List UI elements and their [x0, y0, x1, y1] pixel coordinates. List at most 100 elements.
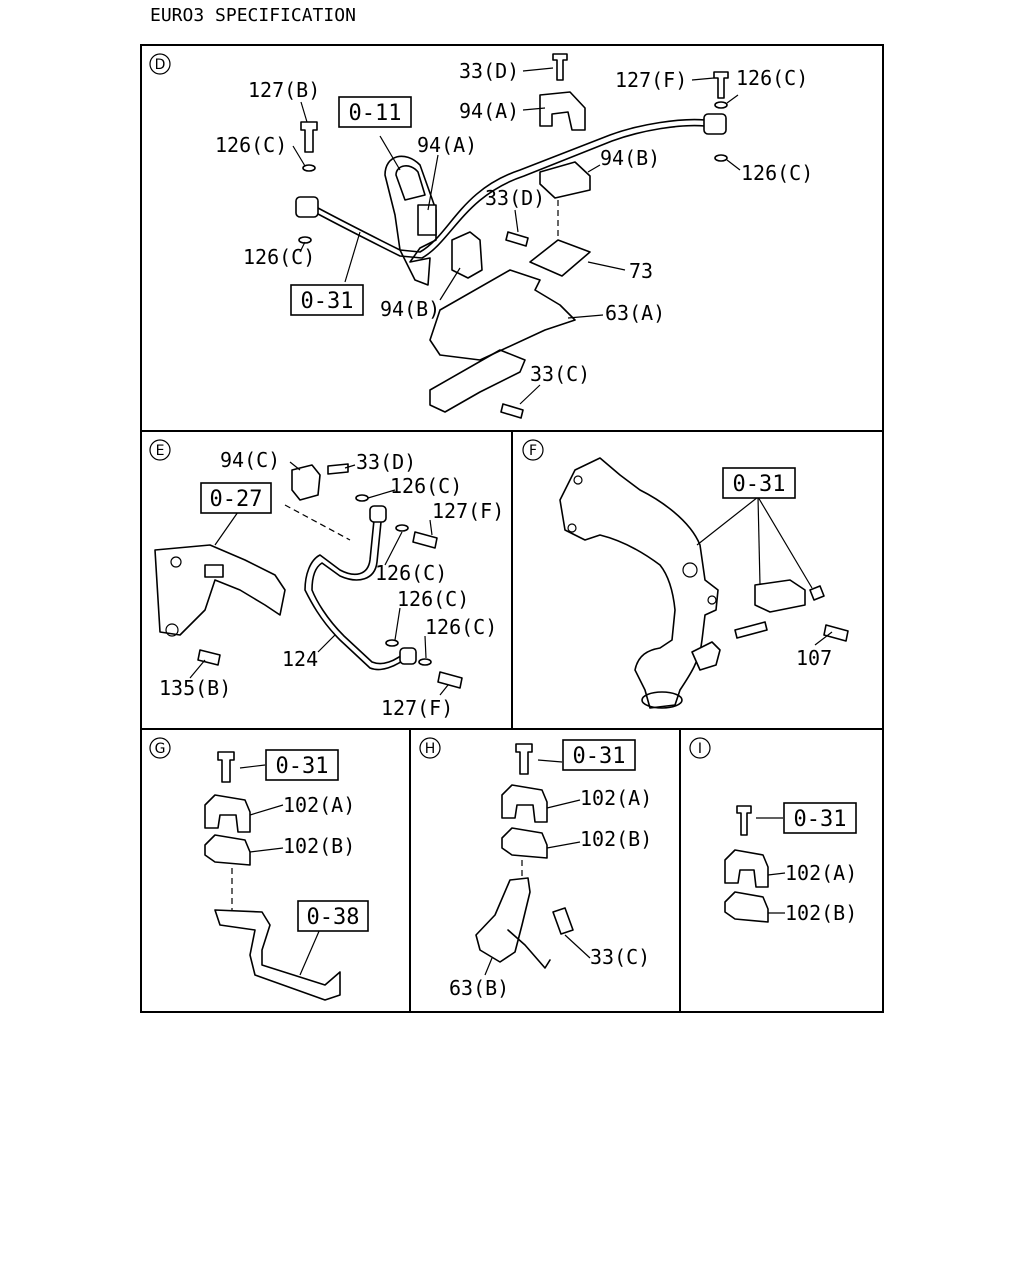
section-i-letter: I [698, 741, 702, 757]
bolt-33d-mid [505, 231, 529, 247]
label-33d-mid: 33(D) [485, 186, 545, 210]
label-63a: 63(A) [605, 301, 665, 325]
section-f-letter: F [529, 443, 537, 459]
label-124: 124 [282, 647, 318, 671]
label-127f-e1: 127(F) [432, 499, 504, 523]
ref-box-0-31-d [290, 284, 364, 316]
section-e-marker [149, 439, 171, 461]
pipe-upper [317, 118, 706, 253]
page-title: EURO3 SPECIFICATION [150, 5, 356, 26]
eye-fitting-right [703, 113, 727, 135]
washer-126c-e2 [395, 524, 409, 532]
label-33d-top: 33(D) [459, 59, 519, 83]
label-33d-e: 33(D) [356, 450, 416, 474]
section-i-marker [689, 737, 711, 759]
label-102a-i: 102(A) [785, 861, 857, 885]
clamp-94a-left [417, 204, 437, 236]
label-33c: 33(C) [530, 362, 590, 386]
ref-box-0-31-f [722, 467, 796, 499]
label-127b: 127(B) [248, 78, 320, 102]
exhaust-pipe [559, 457, 719, 709]
label-126c-right: 126(C) [741, 161, 813, 185]
bolt-107 [823, 624, 849, 642]
label-94c: 94(C) [220, 448, 280, 472]
section-h-marker [419, 737, 441, 759]
clamp-94c [291, 464, 321, 501]
bolt-g [217, 751, 235, 783]
panel-g: G 0-31 102(A) 102(B) 0-38 [149, 737, 369, 1001]
clamp-102a-h [501, 784, 548, 823]
label-94a-top: 94(A) [459, 99, 519, 123]
bolt-33c [500, 403, 524, 419]
clamp-94b-left [451, 231, 483, 279]
bracket-0-11-hole [395, 165, 426, 201]
label-102b-g: 102(B) [283, 834, 355, 858]
panel-f-frame [511, 430, 884, 730]
ref-0-31-f: 0-31 [733, 472, 786, 497]
clamp-102a-g [204, 794, 251, 833]
bracket-boss [204, 564, 224, 578]
label-107: 107 [796, 646, 832, 670]
label-126c-top-right: 126(C) [736, 66, 808, 90]
pipe-124-edge [311, 511, 409, 665]
bracket-63b-edge [507, 929, 551, 969]
ref-0-31-g: 0-31 [276, 754, 329, 779]
eye-fitting-left [295, 196, 319, 218]
plate-73 [529, 239, 591, 277]
section-h-letter: H [425, 741, 436, 757]
bolt-127f-e1 [412, 531, 438, 549]
bolt-h [515, 743, 533, 775]
clamp-94b-right [539, 161, 591, 199]
bracket-f [754, 579, 806, 613]
bolt-127f-e2 [437, 671, 463, 689]
label-127f-e2: 127(F) [381, 696, 453, 720]
bracket-63a [429, 269, 576, 361]
clamp-102b-h [501, 827, 548, 859]
ref-box-0-31-g [265, 749, 339, 781]
label-33c-h: 33(C) [590, 945, 650, 969]
washer-126c-e4 [418, 658, 432, 666]
label-135b: 135(B) [159, 676, 231, 700]
panel-d: D [149, 53, 813, 419]
section-e-letter: E [156, 443, 165, 459]
label-73: 73 [629, 259, 653, 283]
ref-box-0-38 [297, 900, 369, 932]
ref-box-0-31-i [783, 802, 857, 834]
washer-126c-b [714, 154, 728, 162]
bolt-33c-h [552, 907, 574, 935]
ref-box-0-27 [200, 482, 272, 514]
ref-0-31-h: 0-31 [573, 744, 626, 769]
ref-0-11: 0-11 [349, 101, 402, 126]
label-63b: 63(B) [449, 976, 509, 1000]
ref-0-27: 0-27 [210, 487, 263, 512]
label-126c-lower-left: 126(C) [243, 245, 315, 269]
bolt-i [736, 805, 752, 836]
bracket-63a-lower [429, 349, 526, 413]
label-94b-left: 94(B) [380, 297, 440, 321]
label-126c-e3: 126(C) [397, 587, 469, 611]
bolt-33d-e [327, 463, 349, 475]
bolt-127b [300, 121, 318, 153]
bolt-127f [713, 71, 729, 99]
panel-h-frame [409, 728, 681, 1013]
section-d-marker [149, 53, 171, 75]
ref-0-31-i: 0-31 [794, 807, 847, 832]
bolt-135b [197, 649, 221, 666]
clamp-102b-g [204, 834, 251, 866]
bracket-0-27 [154, 544, 286, 636]
stud-f [734, 621, 768, 639]
pipe-eye-bottom [399, 647, 417, 665]
label-102b-h: 102(B) [580, 827, 652, 851]
ref-0-31-d: 0-31 [301, 289, 354, 314]
section-f-marker [522, 439, 544, 461]
nut-f [809, 585, 825, 601]
bolt-33d-top [552, 53, 568, 81]
panel-f: F 0-31 107 [522, 439, 849, 709]
label-102a-h: 102(A) [580, 786, 652, 810]
label-94a-left: 94(A) [417, 133, 477, 157]
washer-126c-e3 [385, 639, 399, 647]
washer-126c-a [714, 101, 728, 109]
pipe-boss [691, 641, 721, 671]
pipe-124 [304, 509, 411, 671]
